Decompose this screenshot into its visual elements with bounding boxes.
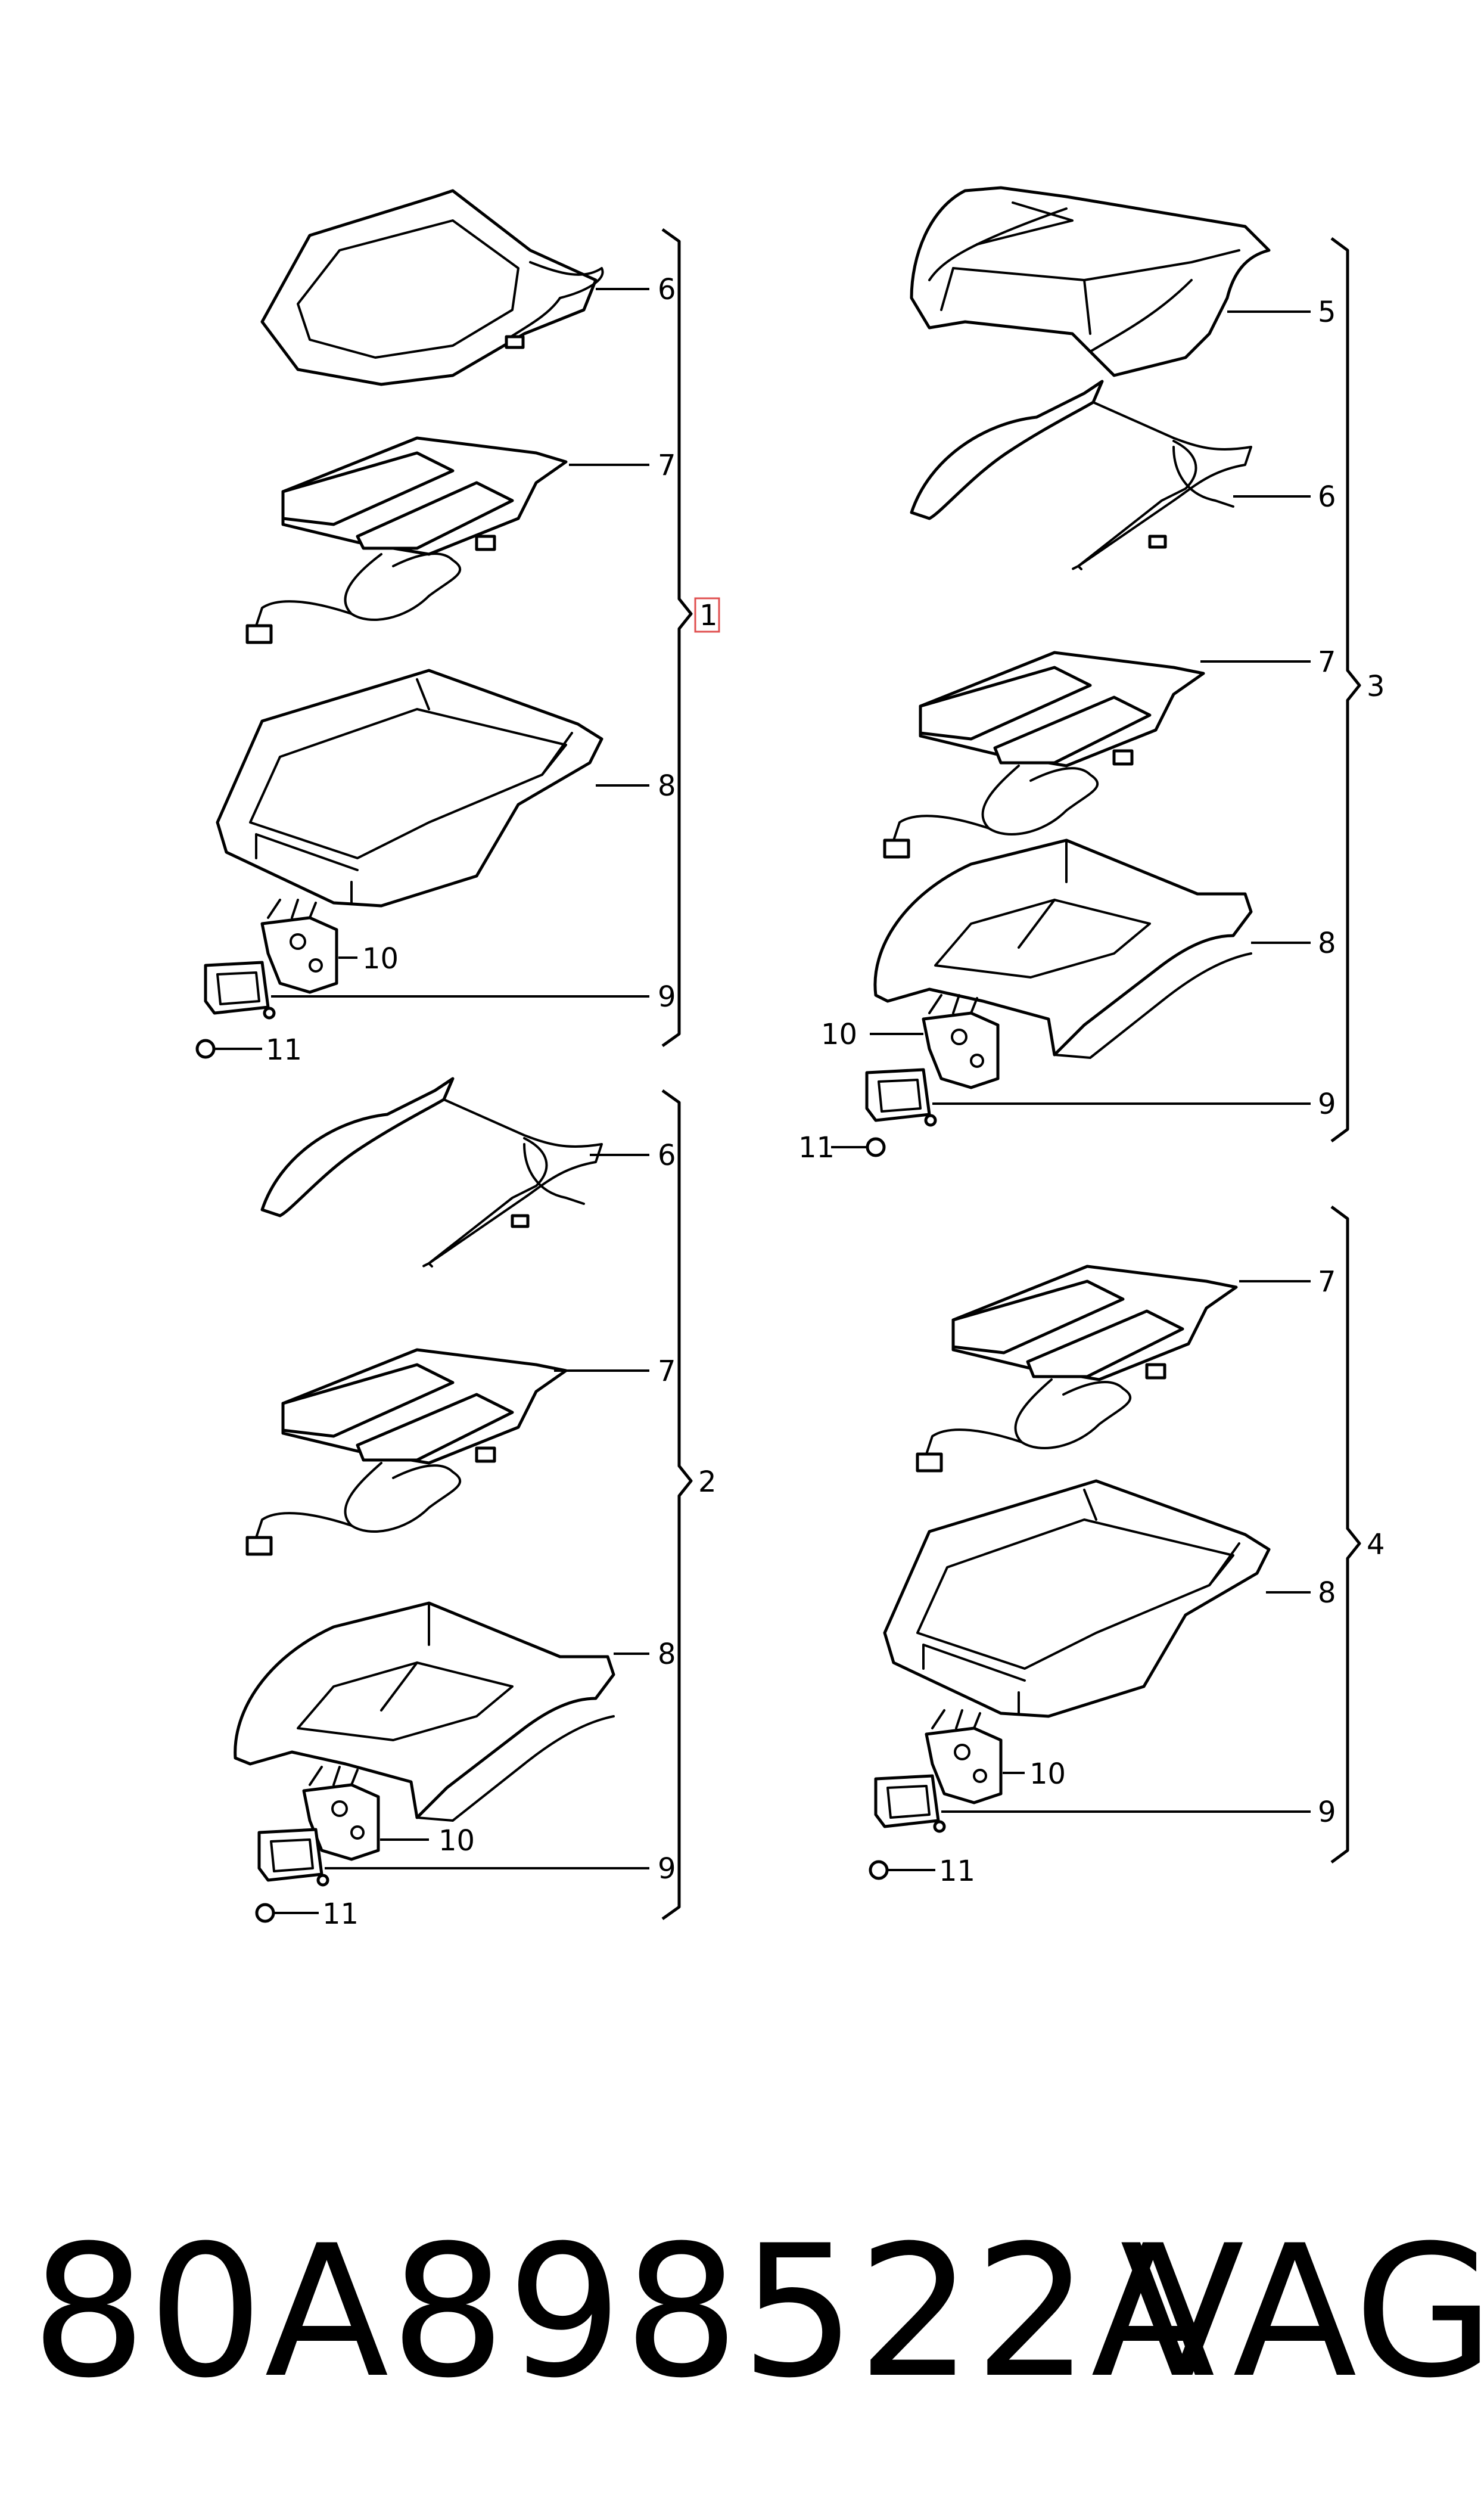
part-9-control-unit (865, 1068, 937, 1127)
label-11: 11 (266, 1033, 302, 1067)
part-7-occupancy-sensor (245, 436, 568, 644)
part-7-occupancy-sensor (245, 1348, 568, 1556)
part-7-occupancy-sensor (916, 1265, 1238, 1473)
group-4 (869, 1265, 1271, 1880)
group-2-labels: 6 7 8 10 9 11 (322, 1139, 676, 1931)
group-1-brace: 1 (661, 228, 720, 1048)
group-1 (195, 189, 604, 1059)
part-10-bracket (302, 1766, 380, 1861)
label-6: 6 (658, 273, 676, 306)
label-8: 8 (658, 1638, 676, 1671)
label-11: 11 (322, 1897, 359, 1931)
group-2-brace: 2 (661, 1089, 717, 1921)
part-6-heating-mat (260, 1077, 603, 1268)
label-7: 7 (658, 449, 676, 482)
part-9-control-unit (204, 961, 276, 1020)
footer: 80A898522A VAG (0, 2217, 1484, 2408)
label-10: 10 (362, 942, 399, 976)
group-4-label[interactable]: 4 (1367, 1528, 1385, 1561)
part-6-heating-mat (910, 380, 1252, 570)
part-8-seat-cushion (234, 1601, 615, 1822)
label-5: 5 (1318, 296, 1336, 329)
part-8-seat-cushion (216, 669, 603, 908)
group-2-label[interactable]: 2 (698, 1465, 717, 1499)
group-1-labels: 6 7 8 10 9 11 (266, 273, 676, 1067)
group-4-brace: 4 (1330, 1205, 1385, 1864)
part-11-screw (255, 1903, 290, 1923)
part-6-heating-mat (260, 189, 604, 386)
label-6: 6 (658, 1139, 676, 1172)
label-8: 8 (1318, 927, 1336, 960)
part-8-seat-cushion (883, 1479, 1271, 1718)
label-9: 9 (1318, 1088, 1336, 1121)
part-8-seat-cushion (873, 838, 1253, 1059)
group-3 (851, 186, 1271, 1157)
label-7: 7 (1318, 645, 1336, 679)
label-8: 8 (658, 769, 676, 803)
group-2 (234, 1077, 615, 1923)
group-1-leaders (229, 288, 649, 1050)
label-11: 11 (798, 1131, 835, 1164)
label-11: 11 (939, 1855, 975, 1888)
label-10: 10 (821, 1018, 857, 1051)
group-3-leaders (831, 310, 1311, 1148)
label-7: 7 (658, 1355, 676, 1388)
label-9: 9 (1318, 1796, 1336, 1829)
part-9-control-unit (874, 1774, 946, 1833)
group-4-labels: 7 8 10 9 11 (939, 1265, 1336, 1888)
label-9: 9 (658, 980, 676, 1014)
group-3-labels: 5 6 7 8 10 9 11 (798, 296, 1336, 1164)
brand-label: VAG (1120, 2206, 1484, 2418)
part-number: 80A898522A (31, 2206, 1217, 2418)
label-10: 10 (1029, 1757, 1066, 1791)
group-4-leaders (903, 1280, 1311, 1871)
part-10-bracket (922, 994, 1000, 1089)
label-8: 8 (1318, 1576, 1336, 1610)
label-6: 6 (1318, 480, 1336, 514)
part-7-occupancy-sensor (883, 651, 1205, 859)
label-9: 9 (658, 1852, 676, 1886)
part-11-screw (869, 1860, 904, 1880)
part-11-screw (195, 1039, 231, 1059)
label-7: 7 (1318, 1265, 1336, 1299)
part-5-seat-cover (910, 186, 1271, 377)
label-10: 10 (438, 1824, 475, 1858)
group-3-brace: 3 (1330, 237, 1385, 1143)
group-1-highlight-box[interactable] (694, 597, 720, 633)
part-10-bracket (260, 899, 338, 994)
group-3-label[interactable]: 3 (1367, 670, 1385, 703)
part-9-control-unit (257, 1828, 329, 1887)
part-10-bracket (925, 1709, 1003, 1804)
group-1-label[interactable]: 1 (699, 599, 718, 632)
group-2-leaders (289, 1154, 649, 1914)
